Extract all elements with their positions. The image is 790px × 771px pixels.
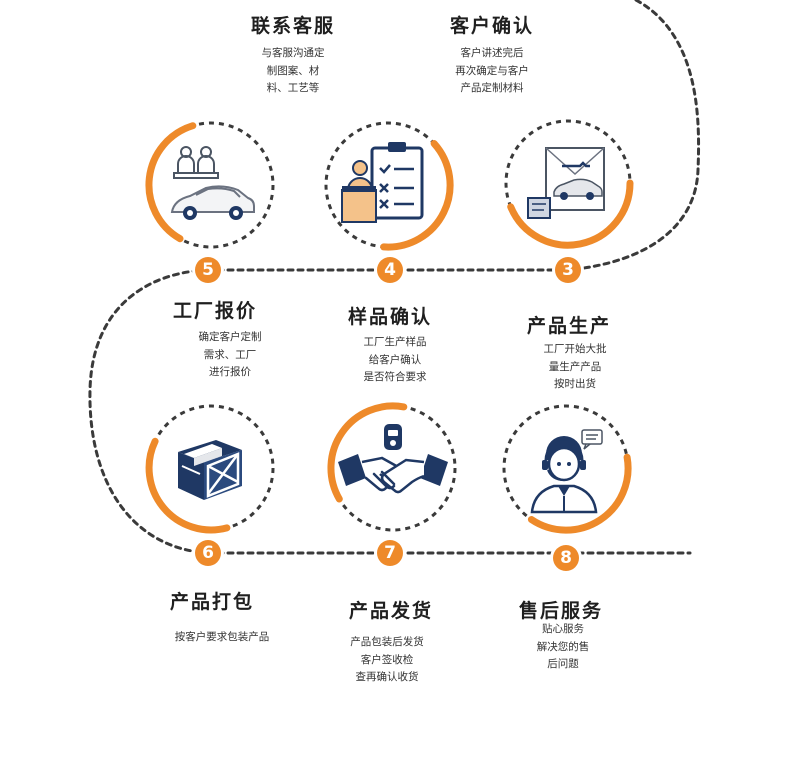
node-8 — [502, 404, 632, 534]
progress-arc — [145, 122, 197, 243]
step-title-7: 产品发货 — [349, 600, 434, 622]
progress-arc — [380, 140, 454, 251]
progress-arc — [527, 453, 632, 534]
step-badge-5: 5 — [195, 257, 221, 283]
node-6 — [145, 404, 275, 534]
step-desc-5: 确定客户定制 需求、工厂 进行报价 — [198, 331, 262, 378]
step-desc-7: 产品包装后发货 客户签收检 查再确认收货 — [350, 636, 424, 683]
step-desc-1: 与客服沟通定 制图案、材 料、工艺等 — [261, 47, 325, 94]
package-box-icon — [178, 440, 242, 500]
step-title-6: 产品打包 — [170, 591, 255, 613]
step-desc-8: 贴心服务 解决您的售 后问题 — [536, 623, 590, 670]
design-document-icon — [527, 147, 605, 219]
step-badge-6: 6 — [195, 540, 221, 566]
customer-car-icon — [170, 146, 255, 220]
flow-curve-left — [88, 268, 210, 555]
step-desc-6: 按客户要求包装产品 — [174, 631, 270, 643]
step-title-8: 售后服务 — [519, 600, 604, 622]
step-badge-7: 7 — [377, 540, 403, 566]
step-title-4: 样品确认 — [348, 306, 433, 328]
step-badge-3: 3 — [555, 257, 581, 283]
step-title-3: 产品生产 — [527, 315, 612, 337]
node-7 — [327, 402, 457, 532]
progress-arc — [327, 402, 408, 503]
step-badge-8: 8 — [553, 545, 579, 571]
node-3 — [504, 119, 634, 249]
step-title-1: 联系客服 — [251, 15, 336, 37]
node-2 — [324, 121, 454, 251]
node-1 — [145, 121, 275, 249]
step-badge-4: 4 — [377, 257, 403, 283]
progress-arc — [145, 437, 231, 534]
step-title-5: 工厂报价 — [173, 300, 258, 322]
handshake-icon — [338, 424, 448, 494]
step-title-2: 客户确认 — [450, 15, 535, 37]
progress-arc — [507, 179, 634, 249]
step-desc-4: 工厂生产样品 给客户确认 是否符合要求 — [363, 336, 427, 383]
step-desc-2: 客户讲述完后 再次确定与客户 产品定制材料 — [455, 47, 529, 94]
clipboard-checklist-icon — [341, 142, 424, 223]
support-agent-icon — [530, 429, 603, 514]
step-desc-3: 工厂开始大批 量生产产品 按时出货 — [543, 343, 607, 390]
flow-curve-top-right — [566, 0, 701, 272]
